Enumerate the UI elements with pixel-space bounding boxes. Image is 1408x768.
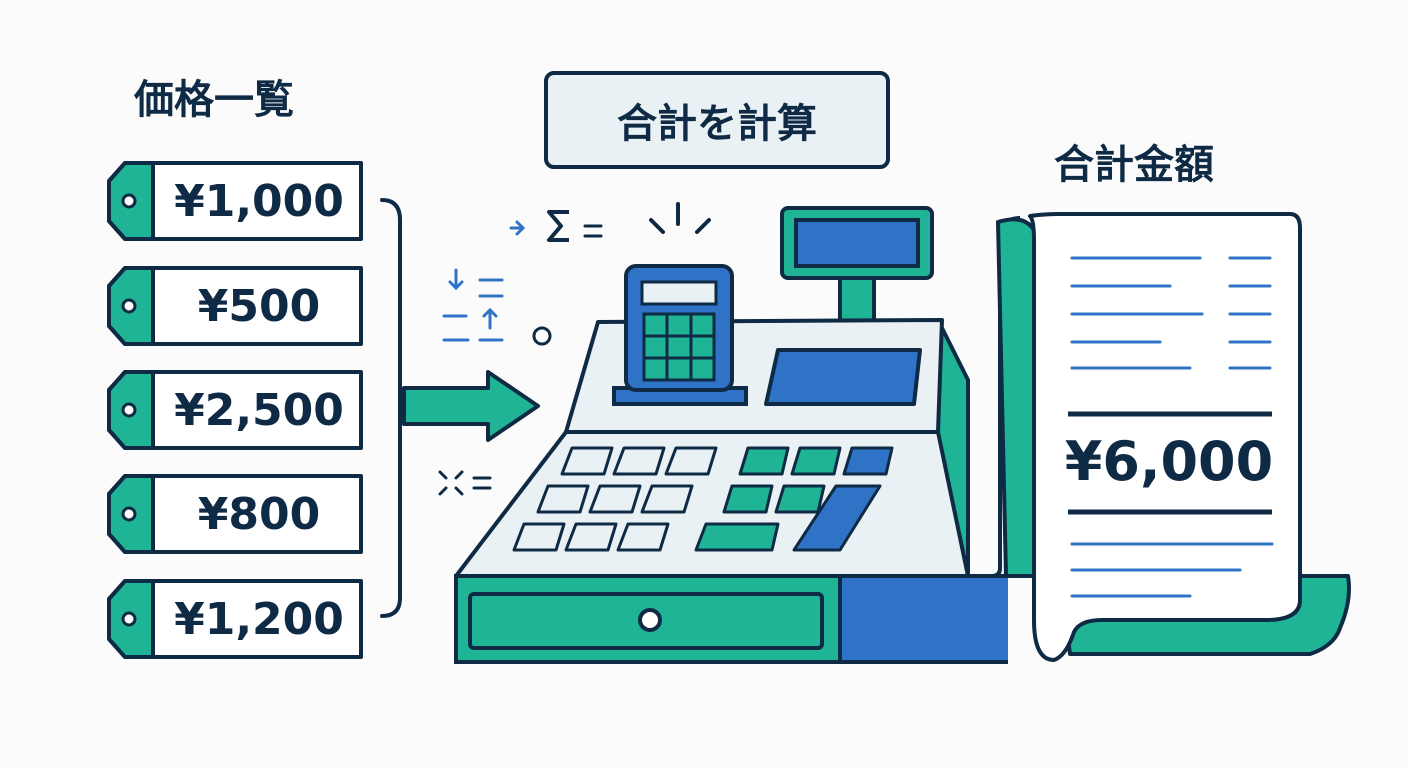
total-amount-title: 合計金額 — [1054, 142, 1214, 188]
sort-arrows-icon — [442, 268, 504, 342]
multiply-equals-icon — [438, 470, 492, 496]
small-circle-icon — [532, 326, 552, 346]
spark-lines — [649, 202, 711, 234]
total-amount-value: ¥6,000 — [1064, 430, 1274, 493]
calculator-icon — [612, 264, 748, 406]
price-tag: ¥1,000 — [107, 159, 365, 243]
sigma-icon — [509, 202, 711, 242]
flow-connector — [380, 198, 552, 618]
price-tag: ¥2,500 — [107, 368, 365, 452]
price-tag-label: ¥500 — [197, 280, 321, 332]
price-tag: ¥1,200 — [107, 577, 365, 661]
price-list-title: 価格一覧 — [134, 77, 294, 123]
price-tag: ¥800 — [107, 472, 365, 556]
receipt-icon — [991, 212, 1351, 662]
calculate-total-button[interactable]: 合計を計算 — [544, 71, 890, 169]
price-tag-icon — [107, 161, 363, 241]
price-tag-icon — [107, 370, 363, 450]
price-tag-label: ¥800 — [197, 488, 321, 540]
price-tag-label: ¥1,200 — [174, 593, 344, 645]
price-tag: ¥500 — [107, 264, 365, 348]
bracket-line — [380, 198, 402, 618]
price-tag-icon — [107, 474, 363, 554]
price-tag-icon — [107, 579, 363, 659]
price-tag-icon — [107, 266, 363, 346]
price-tag-label: ¥2,500 — [174, 384, 344, 436]
price-tag-label: ¥1,000 — [174, 175, 344, 227]
cash-register-icon — [454, 206, 1008, 664]
arrow-right-icon — [402, 370, 540, 442]
